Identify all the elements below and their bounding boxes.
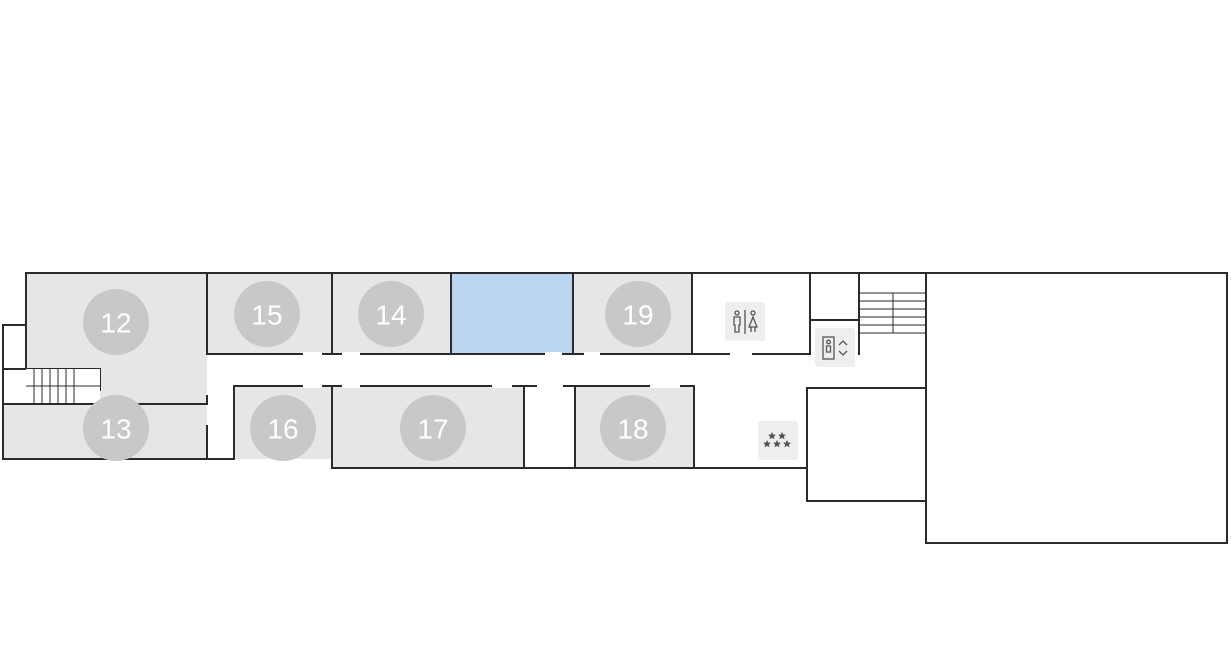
assembly-point-icon[interactable] [758,421,798,460]
door-gaps [303,352,752,388]
elevator-icon[interactable] [815,328,855,367]
room-18-badge[interactable]: 18 [600,395,666,461]
room-17-badge[interactable]: 17 [400,395,466,461]
selected-room-area[interactable] [451,273,573,354]
room-12-label: 12 [100,308,131,339]
room-19-label: 19 [622,300,653,331]
restroom-icon[interactable] [725,302,765,341]
stairs-east [859,292,926,334]
room-16-label: 16 [267,414,298,445]
room-15-label: 15 [251,300,282,331]
room-12-badge[interactable]: 12 [83,289,149,355]
room-18-label: 18 [617,414,648,445]
room-14-badge[interactable]: 14 [358,281,424,347]
room-16-badge[interactable]: 16 [250,395,316,461]
room-13-label: 13 [100,414,131,445]
room-19-badge[interactable]: 19 [605,281,671,347]
room-14-label: 14 [375,300,406,331]
room-17-label: 17 [417,414,448,445]
room-13-badge[interactable]: 13 [83,395,149,461]
room-15-badge[interactable]: 15 [234,281,300,347]
stairs-west [26,369,100,403]
